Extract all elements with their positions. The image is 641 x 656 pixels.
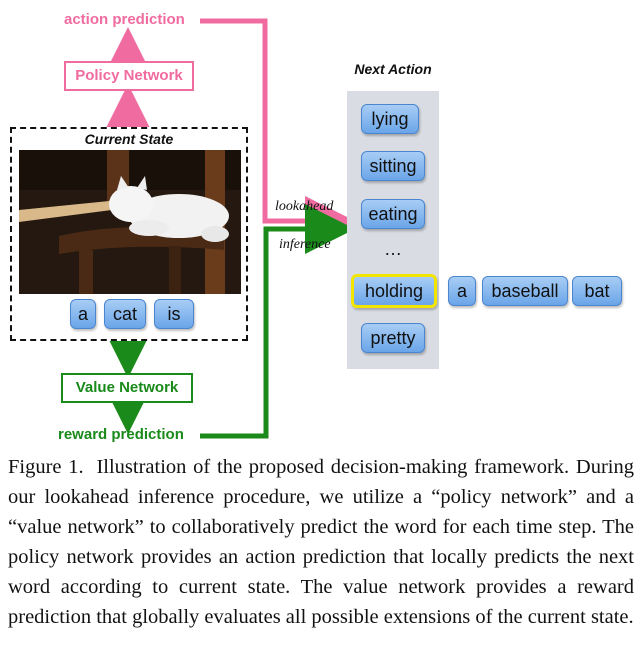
policy-network-label: Policy Network	[75, 67, 183, 84]
inference-label: inference	[279, 237, 331, 252]
action-prediction-label: action prediction	[64, 11, 185, 28]
ellipsis: …	[384, 239, 402, 259]
continuation-token: bat	[572, 276, 622, 306]
value-network-label: Value Network	[75, 379, 179, 396]
next-action-title: Next Action	[354, 61, 432, 77]
candidate-token: sitting	[361, 151, 425, 181]
candidate-token: eating	[361, 199, 425, 229]
candidate-token: pretty	[361, 323, 425, 353]
value-network-box: Value Network	[61, 373, 193, 403]
next-action-panel: lying sitting eating … holding pretty	[347, 91, 439, 369]
candidate-token-selected: holding	[351, 274, 437, 308]
connector-arrows	[103, 18, 355, 439]
state-token: cat	[104, 299, 146, 329]
continuation-token: baseball	[482, 276, 568, 306]
state-token: is	[154, 299, 194, 329]
pink-flow-line	[200, 18, 355, 246]
figure-caption: Figure 1. Illustration of the proposed d…	[8, 452, 634, 632]
policy-network-box: Policy Network	[64, 61, 194, 91]
state-token: a	[70, 299, 96, 329]
current-state-title: Current State	[84, 131, 174, 147]
current-state-box: Current State a cat is	[10, 127, 248, 341]
reward-prediction-label: reward prediction	[58, 426, 184, 443]
caption-text: Illustration of the proposed decision-ma…	[8, 456, 635, 628]
figure: action prediction Policy Network Current…	[10, 11, 622, 443]
cat-photo	[19, 150, 241, 294]
caption-label: Figure 1.	[8, 456, 84, 478]
green-flow-line	[200, 204, 355, 439]
candidate-token: lying	[361, 104, 419, 134]
lookahead-label: lookahead	[275, 199, 334, 214]
continuation-token: a	[448, 276, 476, 306]
